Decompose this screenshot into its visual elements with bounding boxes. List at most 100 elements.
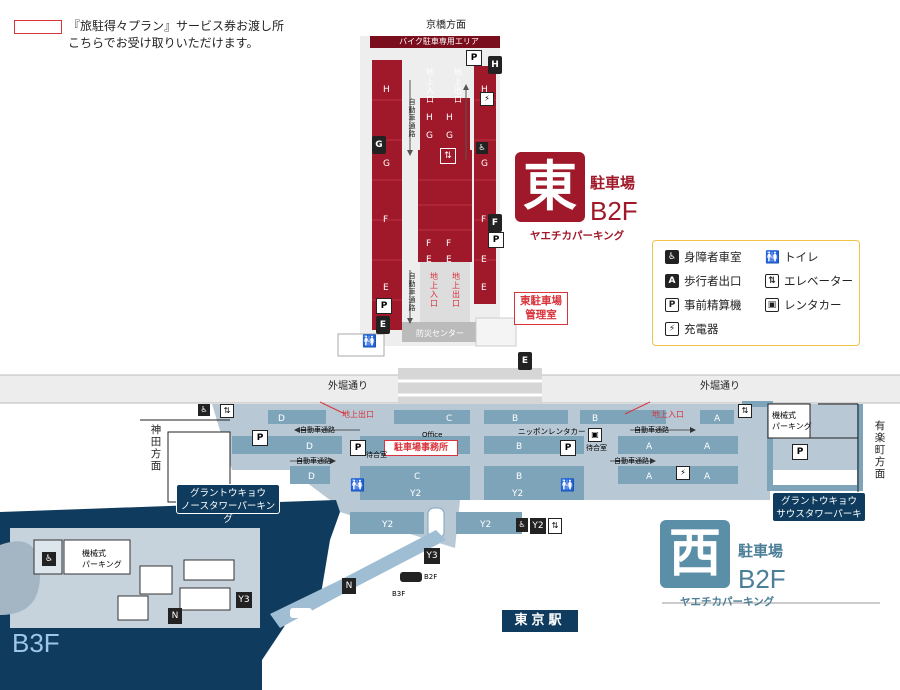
- ev-charger-icon: ⚡: [480, 92, 494, 106]
- west-waiting-room-1: 待合室: [366, 451, 387, 459]
- toilet-icon: 🚻: [765, 250, 780, 264]
- west-lane-label-1: 自動車通路: [300, 426, 335, 434]
- east-exit-label-top: 地上出口: [454, 68, 462, 104]
- elevator-icon: ⇅: [765, 274, 779, 288]
- svg-text:E: E: [446, 255, 452, 265]
- svg-text:H: H: [446, 113, 453, 123]
- svg-text:F: F: [481, 215, 486, 225]
- svg-text:E: E: [383, 283, 389, 293]
- gate-h-pedestrian-exit: H: [488, 56, 502, 74]
- svg-text:Y2: Y2: [381, 520, 393, 530]
- elevator-icon: ⇅: [738, 404, 752, 418]
- east-management-office: 東駐車場 管理室: [514, 292, 568, 325]
- svg-text:D: D: [278, 414, 285, 424]
- west-subtitle: ヤエチカパーキング: [680, 596, 775, 608]
- prepay-machine-icon: P: [488, 232, 504, 248]
- south-tower-parking: グラントウキョウ サウスタワーパーキング: [772, 492, 866, 533]
- legend-ev-charger: ⚡ 充電器: [665, 321, 719, 337]
- disaster-center-label: 防災センター: [416, 329, 464, 338]
- elevator-icon: ⇅: [440, 148, 456, 164]
- svg-text:H: H: [383, 85, 390, 95]
- prepay-machine-icon: P: [376, 298, 392, 314]
- prepay-machine-icon: P: [350, 440, 366, 456]
- svg-text:A: A: [704, 442, 711, 452]
- west-lane-label-3: 自動車通路: [634, 426, 669, 434]
- direction-kyobashi: 京橋方面: [426, 20, 466, 31]
- prepay-machine-icon: P: [466, 50, 482, 66]
- svg-text:G: G: [426, 131, 433, 141]
- svg-text:Y2: Y2: [479, 520, 491, 530]
- svg-text:B: B: [516, 472, 522, 482]
- legend-pedestrian-exit: A 歩行者出口: [665, 273, 742, 289]
- ev-charger-icon: ⚡: [665, 322, 679, 336]
- prepay-machine-icon: P: [792, 444, 808, 460]
- gate-n-west: N: [342, 578, 356, 594]
- gate-f-pedestrian-exit: F: [488, 214, 502, 232]
- gate-g-pedestrian-exit: G: [372, 136, 386, 154]
- east-parking-structure: H G F E H H G G F F E E H G F E E: [337, 36, 517, 357]
- east-title: 駐車場: [590, 174, 636, 192]
- west-lane-label-2: 自動車通路: [296, 457, 331, 465]
- notice-line-1: 『旅駐得々プラン』サービス券お渡し所: [68, 19, 285, 33]
- car-icon: [400, 572, 422, 582]
- svg-text:D: D: [306, 442, 313, 452]
- svg-text:G: G: [481, 159, 488, 169]
- east-lane-label-lower: 自動車通路: [408, 272, 416, 312]
- prepay-machine-icon: P: [665, 298, 679, 312]
- svg-text:B: B: [592, 414, 598, 424]
- gate-e-pedestrian-exit: E: [376, 316, 390, 334]
- gate-y2: Y2: [530, 518, 546, 534]
- svg-text:E: E: [426, 255, 432, 265]
- b2f-car-label: B2F: [424, 573, 438, 581]
- b3f-area: [0, 500, 446, 690]
- b3f-mech-parking: 機械式 パーキング: [82, 549, 122, 569]
- wheelchair-icon: ♿: [516, 518, 528, 532]
- toilet-icon: 🚻: [350, 478, 365, 492]
- svg-text:H: H: [426, 113, 433, 123]
- svg-text:Y2: Y2: [511, 489, 523, 499]
- rental-car-icon: ▣: [588, 428, 602, 442]
- svg-text:E: E: [481, 255, 487, 265]
- svg-text:E: E: [481, 283, 487, 293]
- gate-y3-b3f: Y3: [236, 592, 252, 608]
- pedestrian-exit-icon: A: [665, 274, 679, 288]
- west-waiting-room-2: 待合室: [586, 444, 607, 452]
- svg-text:C: C: [446, 414, 452, 424]
- gate-e-pedestrian-exit-2: E: [518, 352, 532, 370]
- prepay-machine-icon: P: [252, 430, 268, 446]
- legend-wheelchair: ♿ 身障者車室: [665, 249, 742, 265]
- svg-text:C: C: [414, 472, 420, 482]
- svg-text:G: G: [383, 159, 390, 169]
- toilet-icon: 🚻: [362, 334, 377, 348]
- west-entrance-label: 地上入口: [652, 410, 684, 419]
- svg-text:A: A: [646, 472, 653, 482]
- prepay-machine-icon: P: [560, 440, 576, 456]
- notice-line-2: こちらでお受け取りいただけます。: [68, 36, 259, 50]
- wheelchair-icon: ♿: [665, 250, 679, 264]
- notice-box-sample: [14, 20, 62, 34]
- wheelchair-icon: ♿: [198, 404, 210, 416]
- rental-car-icon: ▣: [765, 298, 779, 312]
- b2f-car-label-2: B2F: [318, 606, 332, 614]
- legend-elevator: ⇅ エレベーター: [765, 273, 853, 289]
- car-icon: [290, 608, 312, 618]
- svg-text:G: G: [446, 131, 453, 141]
- west-exit-label: 地上出口: [342, 410, 374, 419]
- west-parking-office: 駐車場事務所: [384, 440, 458, 456]
- east-floor: B2F: [590, 196, 638, 226]
- west-mech-parking: 機械式 パーキング: [772, 411, 812, 431]
- svg-text:B: B: [516, 442, 522, 452]
- svg-text:F: F: [383, 215, 388, 225]
- b3f-car-label: B3F: [392, 590, 406, 598]
- legend-toilet: 🚻 トイレ: [765, 250, 819, 264]
- west-badge: 西: [660, 520, 730, 588]
- gate-y3-west: Y3: [424, 548, 440, 564]
- svg-text:F: F: [446, 239, 451, 249]
- elevator-icon: ⇅: [220, 404, 234, 418]
- ev-charger-icon: ⚡: [676, 466, 690, 480]
- east-lane-label-upper: 自動車通路: [408, 98, 416, 138]
- west-office-en: Office: [422, 431, 443, 439]
- svg-text:A: A: [646, 442, 653, 452]
- road-sotobori-left: 外堀通り: [328, 381, 368, 392]
- east-entrance-label-top: 地上入口: [426, 68, 434, 104]
